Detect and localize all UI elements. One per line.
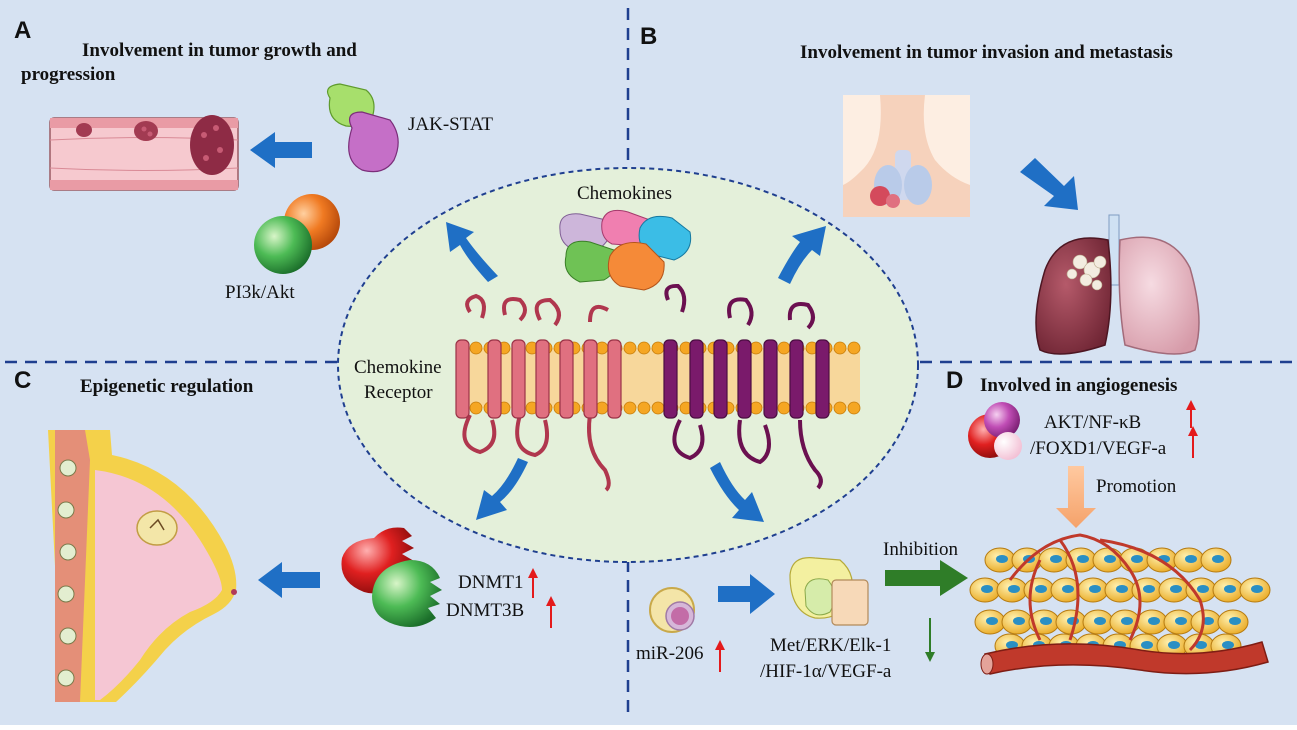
vegf-down-arrow-icon xyxy=(925,618,935,662)
dnmt1-up-arrow-icon xyxy=(528,568,538,598)
promotion-label: Promotion xyxy=(1096,476,1177,497)
mir206-label: miR-206 xyxy=(636,643,704,664)
arrow-a-left xyxy=(250,132,312,168)
panel-b-title: Involvement in tumor invasion and metast… xyxy=(800,42,1173,63)
mir206-up-arrow-icon xyxy=(715,640,725,672)
colon-illustration xyxy=(49,115,239,191)
curved-arrow-bottom-left xyxy=(476,458,528,520)
curved-arrow-top-right xyxy=(778,226,826,284)
thyroid-neck-illustration xyxy=(843,95,970,217)
breast-illustration xyxy=(48,430,237,702)
panel-d-title: Involved in angiogenesis xyxy=(980,375,1177,396)
jak-stat-proteins-icon xyxy=(327,83,399,173)
inhibition-label: Inhibition xyxy=(883,539,958,560)
akt-pathway-line1: AKT/NF-κB xyxy=(1044,412,1141,433)
receptor-left xyxy=(455,293,622,492)
akt-spheres-icon xyxy=(968,402,1022,460)
curved-arrow-bottom-right xyxy=(710,462,764,522)
panel-b-letter: B xyxy=(640,23,657,50)
tumor-angiogenesis-illustration xyxy=(969,533,1271,675)
inhibition-pathway-line1: Met/ERK/Elk-1 xyxy=(770,635,891,656)
panel-a-title-line1: Involvement in tumor growth and xyxy=(82,40,357,61)
jak-stat-label: JAK-STAT xyxy=(408,114,493,135)
panel-a-title-line2: progression xyxy=(21,64,116,85)
inhibition-pathway-line2: /HIF-1α/VEGF-a xyxy=(760,661,892,682)
chemokine-receptor-label-line2: Receptor xyxy=(364,382,433,403)
receptor-proteins-icon xyxy=(789,557,869,626)
dnmt1-label: DNMT1 xyxy=(458,572,523,593)
promotion-arrow xyxy=(1056,466,1096,528)
dnmt3b-up-arrow-icon xyxy=(546,596,556,628)
pi3k-akt-spheres-icon xyxy=(254,194,340,274)
chemokine-receptor-label-line1: Chemokine xyxy=(354,357,442,378)
lungs-illustration xyxy=(1035,214,1200,355)
arrow-b-diagonal xyxy=(1020,158,1078,210)
dnmt-enzymes-icon xyxy=(341,527,442,627)
akt-up-arrow-icon xyxy=(1186,400,1196,428)
akt-pathway-line2: /FOXD1/VEGF-a xyxy=(1030,438,1167,459)
panel-a-letter: A xyxy=(14,17,31,44)
dnmt3b-label: DNMT3B xyxy=(446,600,524,621)
pi3k-akt-label: PI3k/Akt xyxy=(225,282,295,303)
chemokines-label: Chemokines xyxy=(577,183,672,204)
curved-arrow-top-left xyxy=(446,222,498,282)
panel-c-letter: C xyxy=(14,367,31,394)
vegf-up-arrow-icon xyxy=(1188,426,1198,458)
receptor-right xyxy=(663,283,830,490)
arrow-c-left xyxy=(258,562,320,598)
panel-d-letter: D xyxy=(946,367,963,394)
chemokines-cluster-icon xyxy=(559,209,692,291)
arrow-d-mir206 xyxy=(718,574,775,614)
panel-c-title: Epigenetic regulation xyxy=(80,376,254,397)
inhibition-arrow xyxy=(885,560,968,596)
mir206-vesicles-icon xyxy=(649,587,695,633)
